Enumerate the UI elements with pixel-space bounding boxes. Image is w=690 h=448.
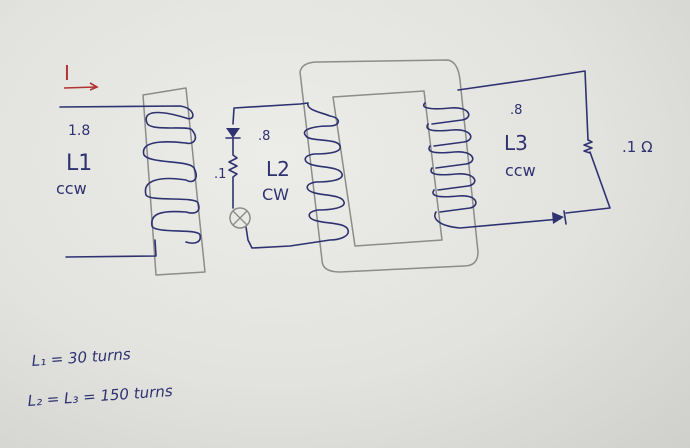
lamp-icon (229, 207, 251, 229)
l3-diode-icon (552, 210, 567, 225)
l2-direction: CW (262, 185, 289, 204)
l2-resistor-icon (225, 137, 241, 209)
l1-coil: 1.8 L1 ccw (56, 87, 206, 276)
core-outer (299, 59, 479, 273)
l2-winding (232, 102, 350, 249)
l2-diode-icon (226, 128, 240, 138)
l3-name: L3 (504, 131, 528, 155)
l1-coupling: 1.8 (68, 123, 90, 139)
l3-resistor-icon (583, 139, 593, 154)
current-label: I (64, 61, 70, 85)
transformer-core (299, 59, 479, 273)
l2-l3-turns-note: L₂ = L₃ = 150 turns (27, 382, 173, 410)
l3-coupling: .8 (510, 103, 522, 118)
l2-circuit: .1 .8 L2 CW (214, 102, 350, 249)
l1-turns-note: L₁ = 30 turns (31, 345, 131, 370)
l1-direction: ccw (56, 179, 87, 198)
l1-winding (59, 105, 202, 258)
l2-coupling: .8 (258, 129, 270, 144)
l3-resistor-label: .1 Ω (622, 138, 653, 156)
core-window (332, 90, 443, 247)
l2-name: L2 (266, 157, 290, 181)
l1-name: L1 (66, 151, 92, 176)
turns-notes: L₁ = 30 turns L₂ = L₃ = 150 turns (27, 345, 173, 410)
l2-resistor-label: .1 (214, 167, 226, 182)
current-arrow-icon (63, 82, 99, 91)
current-indicator: I (63, 61, 99, 91)
l3-direction: ccw (505, 161, 536, 180)
l3-circuit: .1 Ω .8 L3 ccw (423, 70, 653, 229)
l1-core (142, 87, 206, 276)
l3-winding (423, 70, 611, 229)
